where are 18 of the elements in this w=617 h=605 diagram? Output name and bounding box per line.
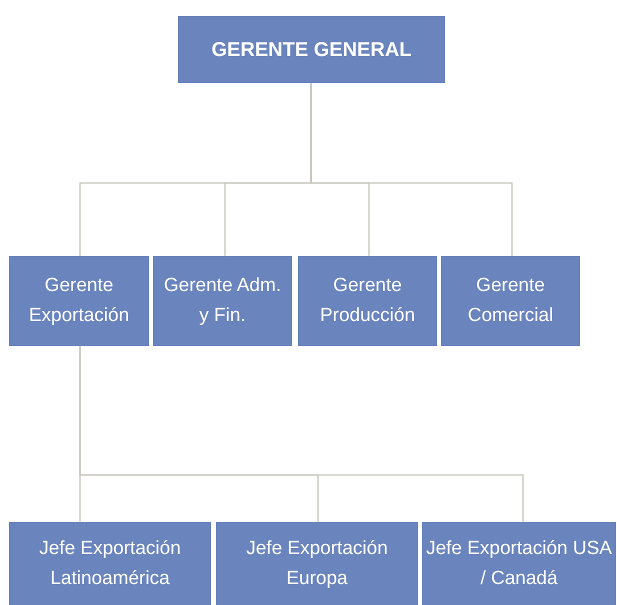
- position-title: GERENTE GENERAL: [211, 38, 412, 62]
- director-box: [178, 16, 445, 83]
- position-box: [153, 256, 292, 346]
- position-title: Jefe Exportación Latinoamérica: [38, 536, 182, 590]
- position-title: Gerente Comercial: [466, 274, 554, 328]
- position-box: [9, 256, 149, 346]
- connector-line: [79, 346, 524, 522]
- position-title: Gerente Producción: [318, 274, 416, 328]
- position-box: [298, 256, 437, 346]
- position-box: [216, 522, 418, 605]
- position-box: [441, 256, 580, 346]
- position-box: [422, 522, 616, 605]
- position-title: Jefe Exportación Europa: [245, 536, 389, 590]
- position-title: Gerente Exportación: [28, 274, 130, 328]
- position-title: Gerente Adm. y Fin.: [162, 274, 282, 328]
- position-title: Jefe Exportación USA / Canadá: [426, 536, 612, 590]
- connector-line: [310, 83, 513, 256]
- position-box: [9, 522, 211, 605]
